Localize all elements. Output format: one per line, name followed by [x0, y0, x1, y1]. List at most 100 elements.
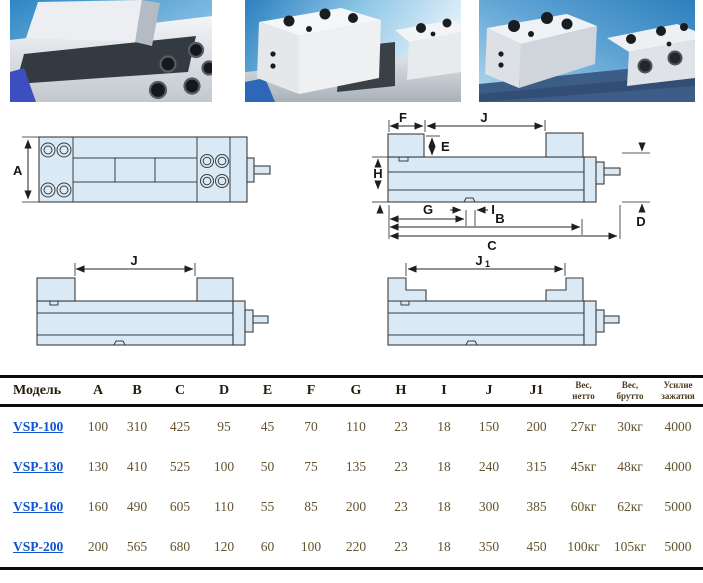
cell: 490: [126, 499, 148, 514]
cell: 450: [513, 527, 560, 570]
cell: 23: [394, 419, 408, 434]
left-jaw-block: [485, 12, 597, 88]
cell: 18: [437, 499, 451, 514]
header-row: Модель A B C D E F G H I J J1 Вес, нетто…: [0, 375, 703, 407]
table-row-vsp-100: VSP-100 100 310 425 95 45 70 110 23 18 1…: [0, 406, 703, 448]
dim-label-j-bottom: J: [130, 253, 137, 268]
model-link-vsp-160[interactable]: VSP-160: [13, 499, 64, 514]
right-jaw-block: [395, 18, 461, 80]
cell: 300: [478, 499, 500, 514]
cell: 160: [87, 499, 109, 514]
cell: 110: [346, 419, 366, 434]
cell: 18: [437, 419, 451, 434]
col-header-e: E: [246, 375, 289, 407]
cell: 50: [260, 459, 275, 474]
dim-label-b: B: [495, 211, 504, 226]
cell: 23: [379, 527, 423, 570]
cell: 62кг: [617, 499, 643, 514]
drawing-side-view-reversed-jaws: J 1: [387, 253, 620, 346]
product-photo-open-vise: [479, 0, 695, 102]
dim-label-j1-subscript: 1: [485, 259, 490, 269]
cell: 95: [217, 419, 231, 434]
dim-label-e: E: [441, 139, 450, 154]
cell: 27кг: [570, 419, 597, 434]
col-header-h: H: [379, 375, 423, 407]
cell: 680: [158, 527, 202, 570]
cell: 240: [478, 459, 500, 474]
cell: 200: [526, 419, 547, 434]
mount-holes: [40, 142, 229, 198]
right-jaw-block: [607, 23, 695, 86]
col-header-i: I: [423, 375, 465, 407]
col-header-gross-weight: Вес, брутто: [607, 375, 653, 407]
cell: 30кг: [617, 419, 643, 434]
drawing-top-view: A: [13, 136, 271, 203]
socket-bolts: [148, 41, 212, 100]
dim-label-a: A: [13, 163, 23, 178]
col-header-clamping-force: Усилие зажатия: [653, 375, 703, 407]
cell: 18: [423, 527, 465, 570]
col-header-j1: J1: [513, 375, 560, 407]
dim-label-h: H: [373, 166, 382, 181]
cell: 605: [169, 499, 191, 514]
cell: 60кг: [570, 499, 597, 514]
cell: 135: [345, 459, 367, 474]
cell: 200: [80, 527, 116, 570]
dim-label-g: G: [423, 202, 433, 217]
cell: 120: [202, 527, 246, 570]
cell: 60: [246, 527, 289, 570]
cell: 100: [213, 459, 235, 474]
product-photo-jaw-blocks: [245, 0, 461, 102]
dim-label-d: D: [636, 214, 645, 229]
cell: 70: [304, 419, 318, 434]
cell: 5000: [653, 527, 703, 570]
cell: 45кг: [570, 459, 597, 474]
cell: 425: [169, 419, 191, 434]
cell: 200: [345, 499, 367, 514]
cell: 18: [437, 459, 451, 474]
model-link-vsp-130[interactable]: VSP-130: [13, 459, 64, 474]
product-photo-vise-closeup: [10, 0, 212, 102]
drawing-side-view-dimensioned: F J E H G I B C D: [372, 110, 650, 253]
cell: 85: [304, 499, 318, 514]
cell: 310: [126, 419, 148, 434]
col-header-b: B: [116, 375, 158, 407]
left-jaw-block: [257, 8, 381, 94]
col-header-a: A: [80, 375, 116, 407]
cell: 5000: [664, 499, 692, 514]
cell: 410: [126, 459, 148, 474]
col-header-net-weight: Вес, нетто: [560, 375, 607, 407]
cell: 110: [214, 499, 234, 514]
col-header-j: J: [465, 375, 513, 407]
cell: 220: [333, 527, 379, 570]
cell: 75: [304, 459, 318, 474]
cell: 105кг: [607, 527, 653, 570]
col-header-f: F: [289, 375, 333, 407]
technical-drawings: A F J E H G I: [13, 110, 650, 346]
cell: 100кг: [560, 527, 607, 570]
cell: 385: [526, 499, 547, 514]
col-header-g: G: [333, 375, 379, 407]
dim-label-j-top: J: [480, 110, 487, 125]
drawing-side-view-standard-jaws: J: [36, 253, 269, 346]
cell: 130: [87, 459, 109, 474]
model-link-vsp-100[interactable]: VSP-100: [13, 419, 64, 434]
col-header-c: C: [158, 375, 202, 407]
cell: 315: [526, 459, 547, 474]
cell: 55: [260, 499, 275, 514]
cell: 45: [260, 419, 275, 434]
spec-table: Модель A B C D E F G H I J J1 Вес, нетто…: [0, 375, 703, 570]
cell: 4000: [664, 419, 692, 434]
vise-bed: [10, 0, 212, 102]
table-row-vsp-200: VSP-200 200 565 680 120 60 100 220 23 18…: [0, 527, 703, 570]
dim-label-j1: J: [475, 253, 482, 268]
cell: 350: [465, 527, 513, 570]
cell: 23: [394, 459, 408, 474]
cell: 150: [478, 419, 500, 434]
table-row-vsp-130: VSP-130 130 410 525 100 50 75 135 23 18 …: [0, 447, 703, 487]
cell: 565: [116, 527, 158, 570]
dim-label-c: C: [487, 238, 497, 253]
col-header-d: D: [202, 375, 246, 407]
model-link-vsp-200[interactable]: VSP-200: [13, 539, 64, 554]
dim-label-f: F: [399, 110, 407, 125]
